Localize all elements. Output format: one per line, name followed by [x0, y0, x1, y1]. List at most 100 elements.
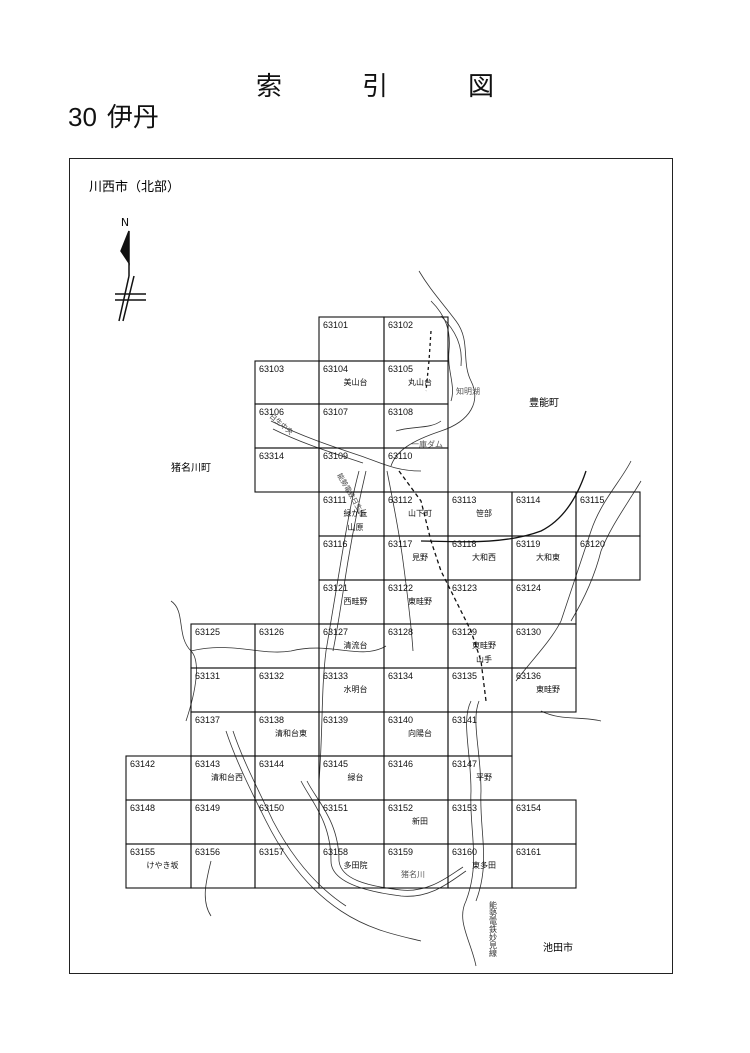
tile-number: 63152	[388, 803, 413, 813]
tile-number: 63314	[259, 451, 284, 461]
tile-number: 63129	[452, 627, 477, 637]
tile-number: 63150	[259, 803, 284, 813]
tile-number: 63143	[195, 759, 220, 769]
index-map: 川西市（北部） N 豊能町 猪名川町 池田市 知明湖 一庫ダム 猪名川 能勢電鉄…	[89, 179, 642, 967]
tile-place-name: 大和西	[472, 552, 496, 562]
tile-place-name: 緑台	[348, 772, 364, 782]
title-char-3: 図	[468, 72, 495, 102]
title-char-1: 索	[255, 72, 282, 102]
tile-number: 63114	[516, 495, 540, 505]
tile-number: 63104	[323, 364, 348, 374]
tile-number: 63137	[195, 715, 220, 725]
label-inagawa-town: 猪名川町	[171, 461, 211, 474]
tile-number: 63121	[323, 583, 348, 593]
tile-place-name: 清和台西	[211, 772, 243, 782]
tile-number: 63111	[323, 495, 347, 505]
tile-number: 63112	[388, 495, 412, 505]
tile-number: 63145	[323, 759, 348, 769]
tile-number: 63153	[452, 803, 477, 813]
section-heading: 30 伊丹	[68, 97, 159, 134]
tile-number: 63159	[388, 847, 413, 857]
label-nose-town: 豊能町	[529, 396, 559, 409]
label-ikeda-city: 池田市	[543, 941, 573, 954]
tile-place-name: 向陽台	[408, 728, 432, 738]
tile-place-name: 平野	[476, 773, 492, 782]
title-char-2: 引	[361, 72, 388, 102]
tile-number: 63139	[323, 715, 348, 725]
label-railway-myoken: 能勢電鉄妙見線	[489, 900, 498, 957]
map-tile-63120[interactable]	[575, 535, 641, 581]
terrain-lines	[170, 270, 642, 967]
tile-number: 63118	[452, 539, 476, 549]
tile-place-name: 東畦野	[536, 684, 560, 694]
tile-place-name: けやき坂	[147, 860, 179, 870]
tile-number: 63117	[388, 539, 412, 549]
tile-number: 63131	[195, 671, 220, 681]
tile-number: 63146	[388, 759, 413, 769]
tile-number: 63122	[388, 583, 413, 593]
tile-number: 63116	[323, 539, 347, 549]
tile-number: 63160	[452, 847, 477, 857]
tile-place-name: 山手	[476, 654, 492, 664]
tile-number: 63120	[580, 539, 605, 549]
tile-place-name: 山原	[348, 522, 364, 532]
north-label: N	[121, 216, 129, 229]
tile-number: 63127	[323, 627, 348, 637]
tile-number: 63124	[516, 583, 541, 593]
tile-number: 63140	[388, 715, 413, 725]
tile-number: 63147	[452, 759, 477, 769]
tile-number: 63108	[388, 407, 413, 417]
label-dam: 一庫ダム	[411, 439, 443, 449]
tile-place-name: 西畦野	[344, 596, 368, 606]
tile-place-name: 山下町	[408, 508, 432, 518]
tile-number: 63133	[323, 671, 348, 681]
tile-place-name: 笹部	[476, 508, 492, 518]
tile-number: 63115	[580, 495, 604, 505]
tile-number: 63155	[130, 847, 155, 857]
tile-number: 63161	[516, 847, 541, 857]
tile-number: 63106	[259, 407, 284, 417]
label-river: 猪名川	[401, 869, 425, 879]
tile-number: 63151	[323, 803, 348, 813]
tile-place-name: 東多田	[472, 860, 496, 870]
tile-place-name: 東畦野	[472, 640, 496, 650]
section-name: 伊丹	[106, 103, 159, 133]
region-title: 川西市（北部）	[89, 179, 180, 195]
tile-number: 63149	[195, 803, 220, 813]
tile-number: 63136	[516, 671, 541, 681]
tile-place-name: 美山台	[344, 377, 368, 387]
tile-place-name: 東畦野	[408, 596, 432, 606]
tile-number: 63128	[388, 627, 413, 637]
tile-number: 63125	[195, 627, 220, 637]
tile-number: 63138	[259, 715, 284, 725]
north-arrow-icon: N	[115, 216, 146, 322]
tile-number: 63135	[452, 671, 477, 681]
tile-number: 63119	[516, 539, 540, 549]
label-chimyo-lake: 知明湖	[456, 386, 480, 396]
section-number: 30	[68, 102, 97, 132]
map-tile-63136[interactable]	[511, 667, 577, 713]
map-tile-63161[interactable]	[511, 843, 577, 889]
tile-number: 63157	[259, 847, 284, 857]
tile-place-name: 見野	[412, 553, 428, 562]
tile-place-name: 多田院	[344, 860, 368, 870]
tile-number: 63107	[323, 407, 348, 417]
tile-number: 63102	[388, 320, 413, 330]
tile-number: 63101	[323, 320, 348, 330]
tile-number: 63154	[516, 803, 541, 813]
tile-number: 63134	[388, 671, 413, 681]
tile-number: 63113	[452, 495, 476, 505]
tile-place-name: 水明台	[344, 684, 368, 694]
tile-number: 63130	[516, 627, 541, 637]
tile-number: 63123	[452, 583, 477, 593]
tile-number: 63110	[388, 451, 412, 461]
tile-number: 63126	[259, 627, 284, 637]
tile-number: 63105	[388, 364, 413, 374]
tile-number: 63142	[130, 759, 155, 769]
tile-place-name: 大和東	[536, 552, 560, 562]
tile-number: 63103	[259, 364, 284, 374]
page-title: 索引図	[0, 66, 750, 103]
tile-number: 63148	[130, 803, 155, 813]
tile-number: 63132	[259, 671, 284, 681]
